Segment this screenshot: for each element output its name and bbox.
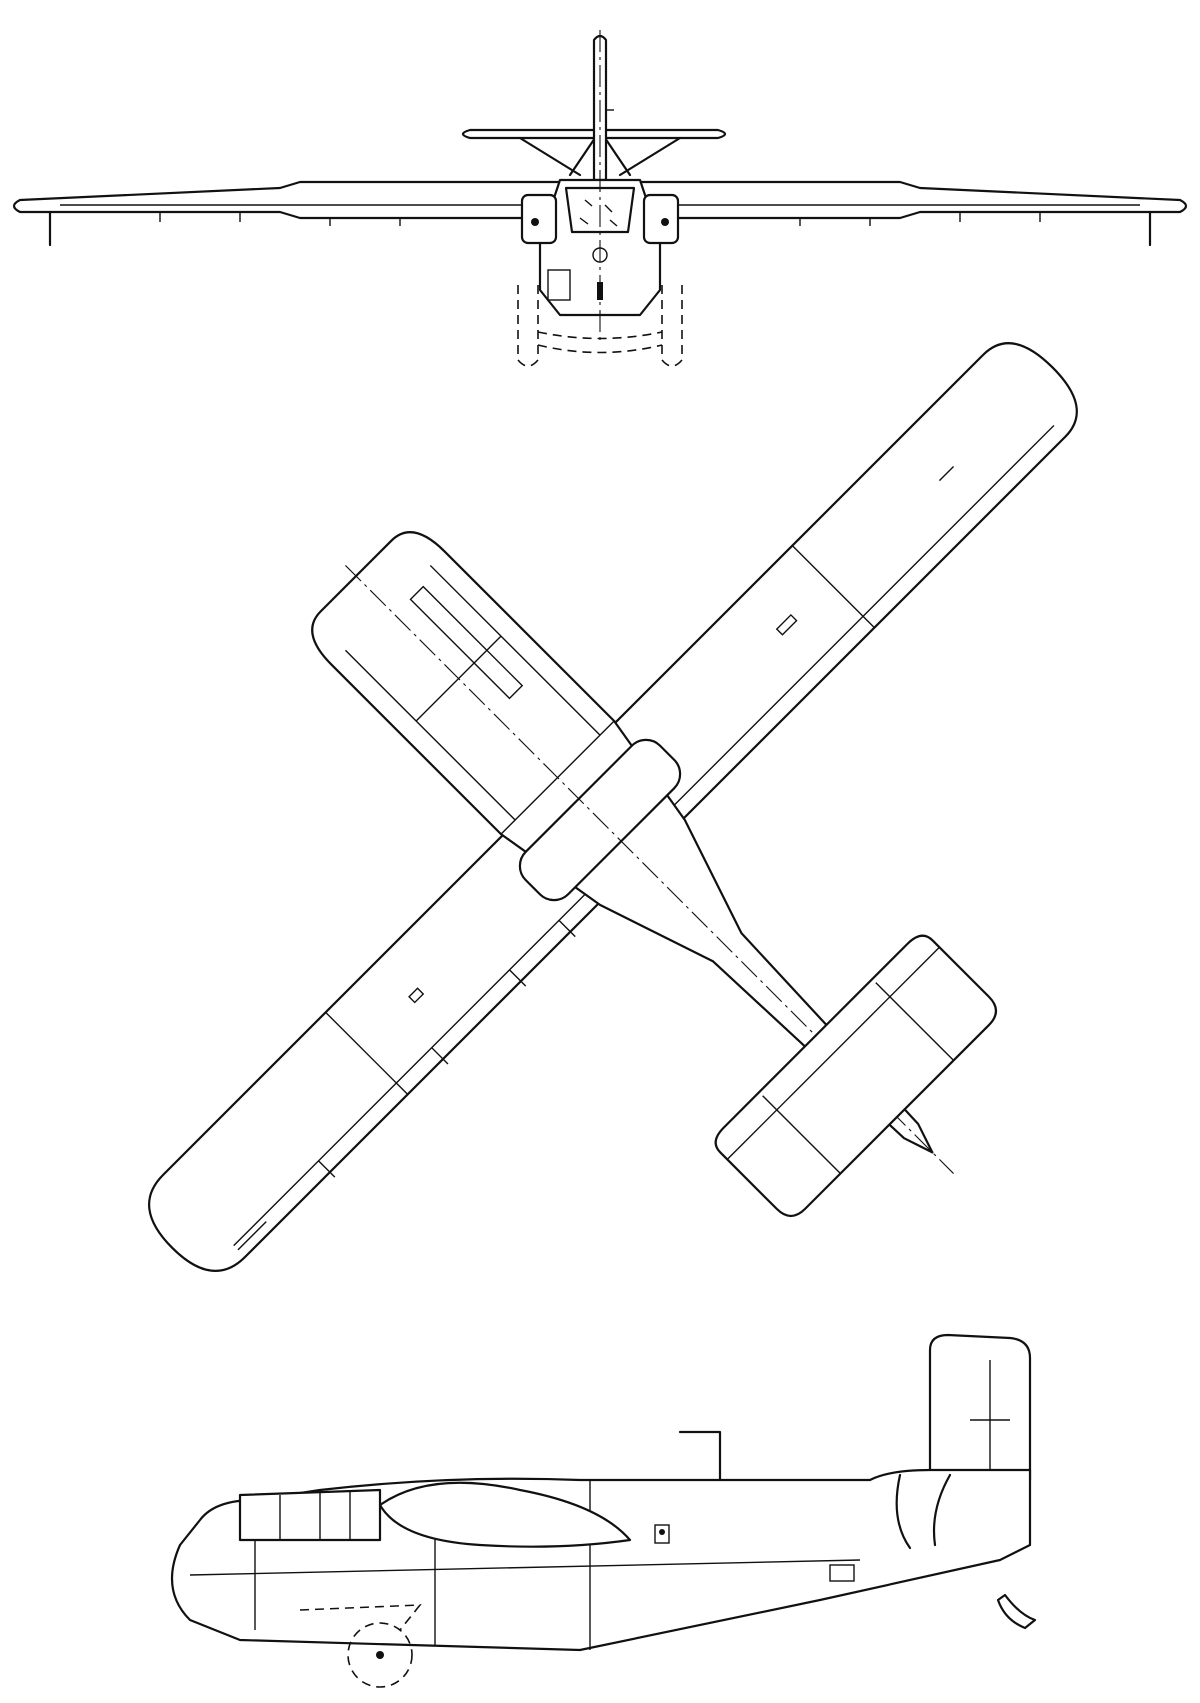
side-canopy [238,1488,382,1542]
side-main-wheel [347,1622,413,1688]
side-view [170,1333,1037,1688]
front-view [12,30,1188,367]
side-nacelle [378,1481,632,1548]
front-nacelle-right [642,193,680,245]
front-landing-gear [517,285,683,367]
top-tailplane [714,934,998,1218]
front-nacelle-left [520,193,558,245]
top-view [148,342,1078,1272]
side-fin [928,1333,1032,1482]
